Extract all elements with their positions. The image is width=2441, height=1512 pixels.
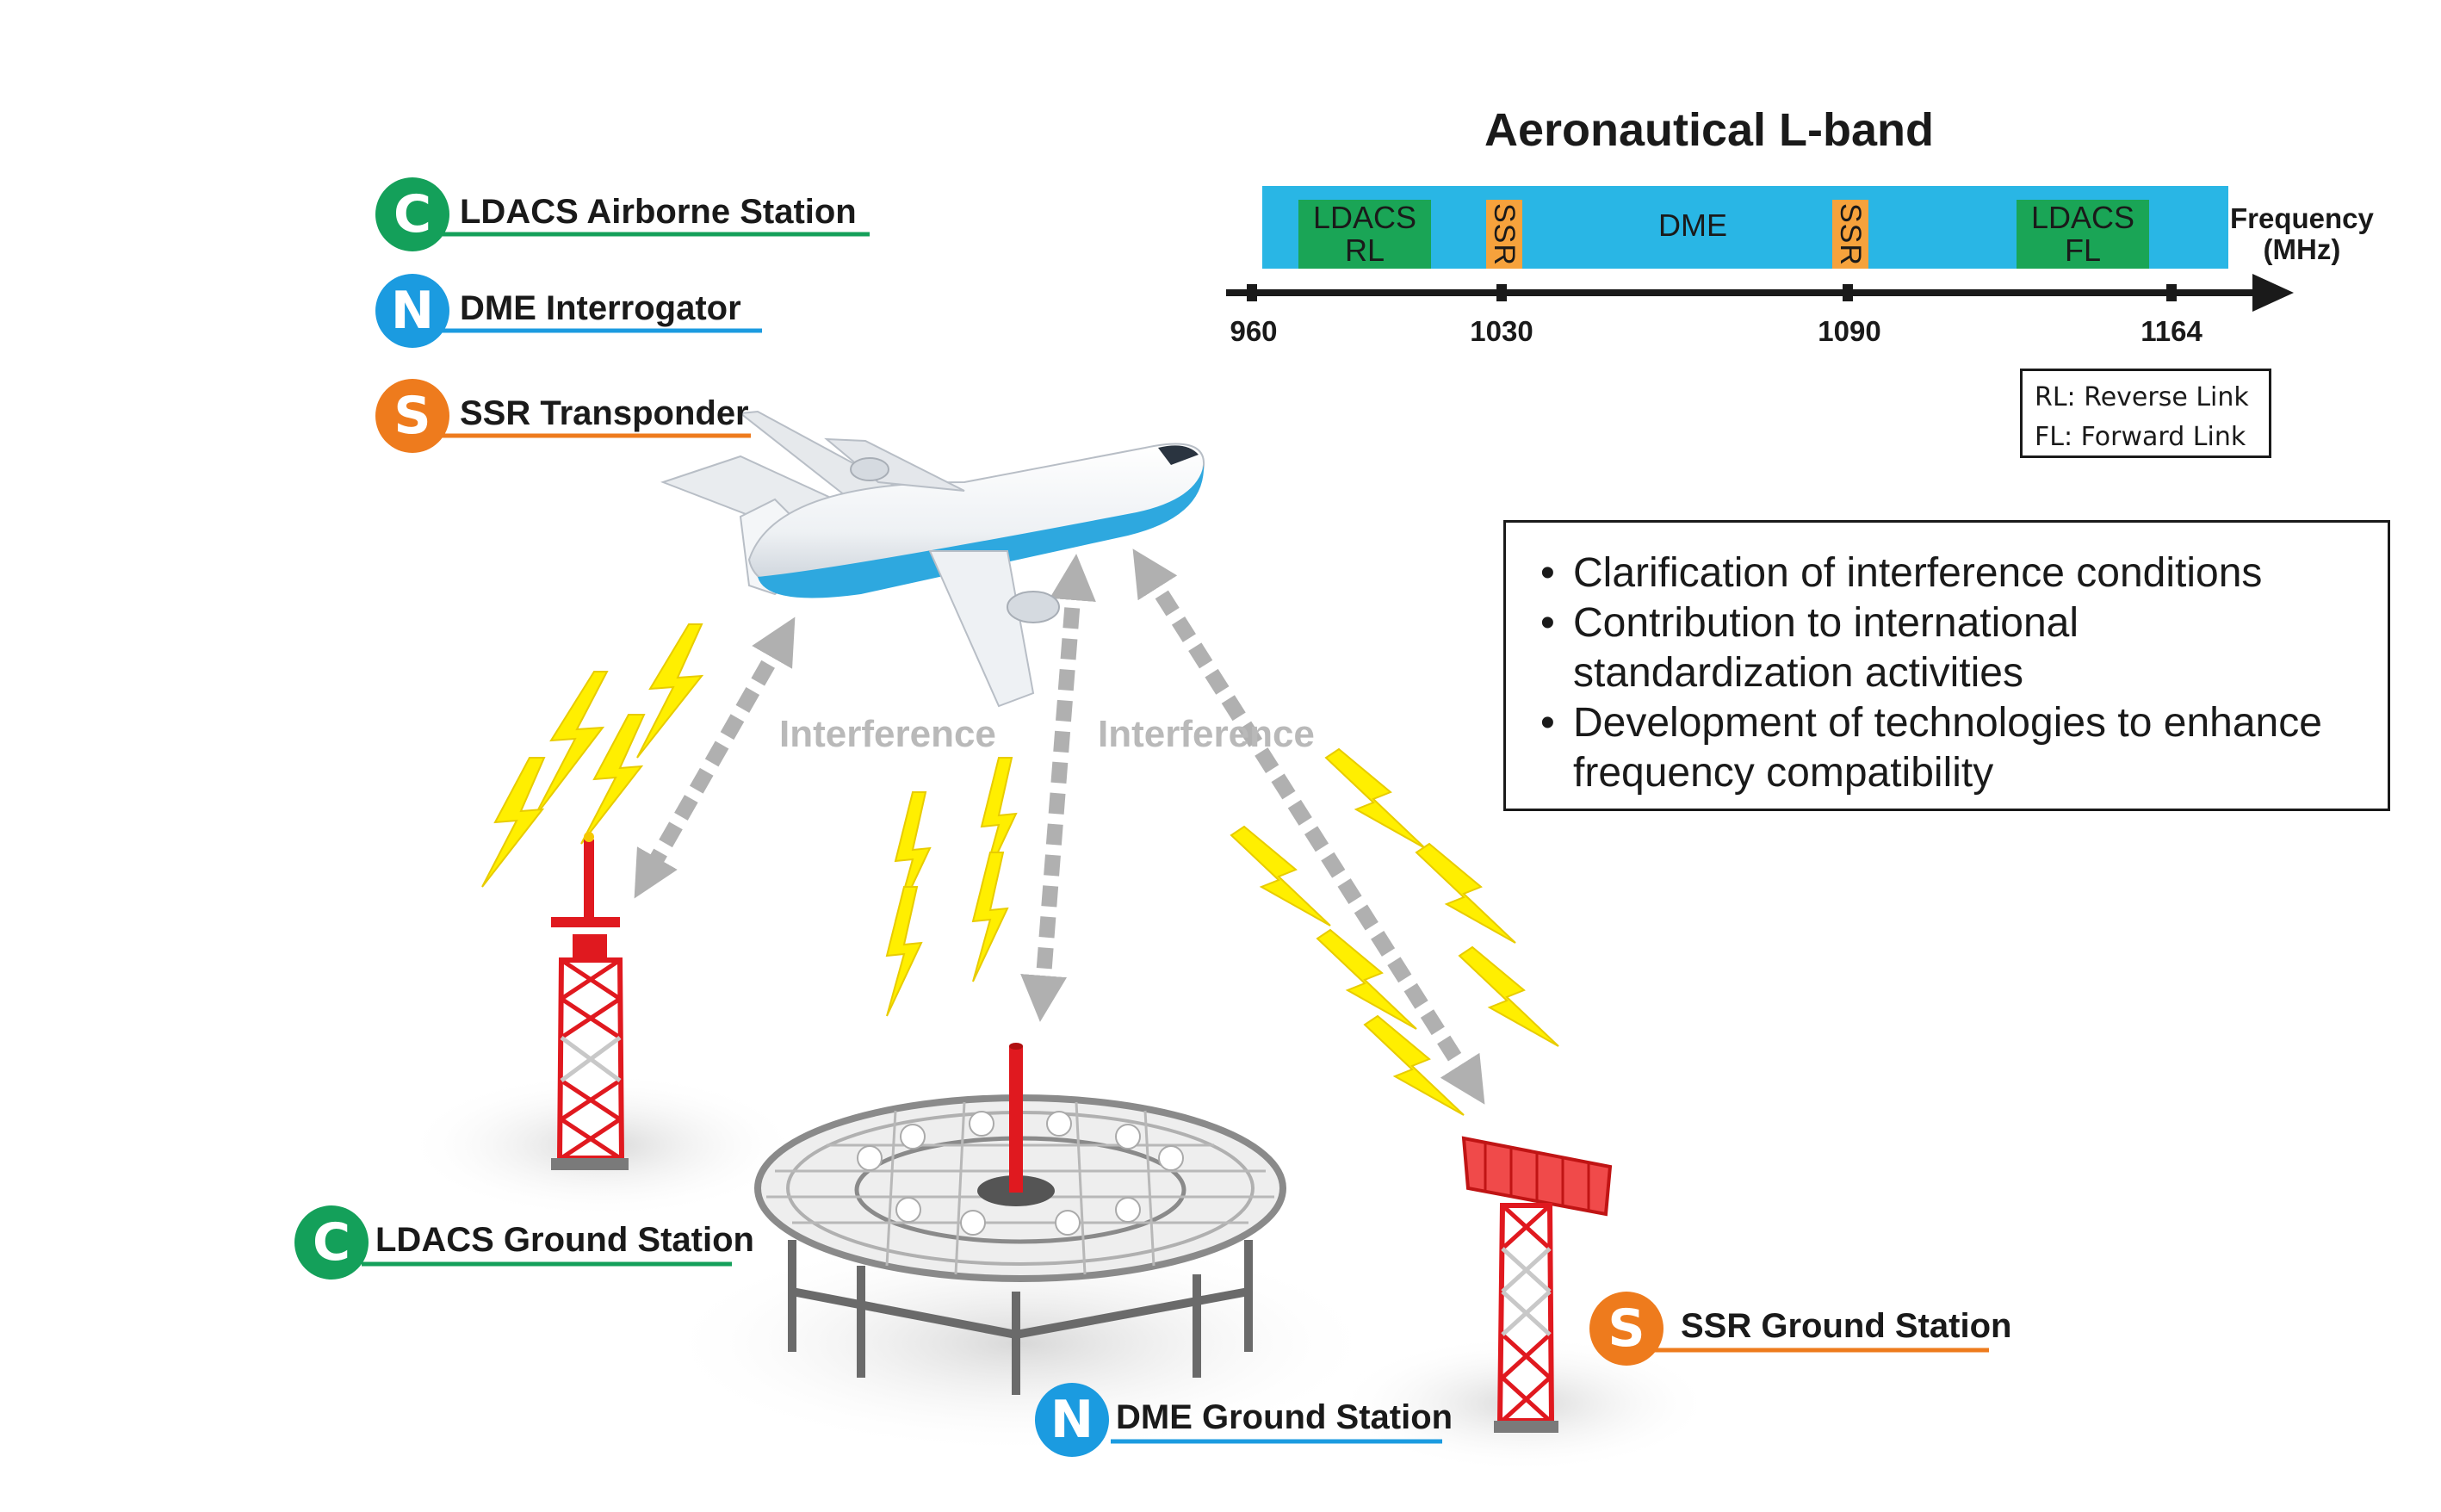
tick-1164 [2166, 284, 2177, 301]
segment-ssr-1030: SSR [1486, 200, 1522, 269]
arrow-dme-link [1020, 554, 1096, 1022]
segment-label: LDACS FL [2030, 200, 2135, 268]
lightning-bolt-icon [1230, 825, 1331, 926]
ssr-badge-icon: S [1589, 1292, 1663, 1366]
interference-label-right: Interference [1098, 713, 1315, 755]
lightning-bolt-icon [580, 714, 646, 845]
lightning-bolt-icon [1316, 928, 1417, 1030]
objectives-box: Clarification of interference conditions… [1503, 520, 2390, 811]
label-ldacs-ground-station: C LDACS Ground Station [294, 1205, 754, 1280]
dme-ground-station [754, 1043, 1286, 1395]
abbreviation-rl: RL: Reverse Link [2035, 382, 2249, 412]
airplane-icon [660, 410, 1205, 708]
segment-ldacs-rl: LDACS RL [1298, 200, 1431, 269]
frequency-label-line2: (MHz) [2263, 233, 2341, 265]
lightning-bolts [481, 623, 1559, 1116]
segment-label: SSR [1488, 202, 1521, 266]
legend-label-dme-interrogator: DME Interrogator [460, 288, 741, 327]
lightning-bolt-icon [481, 757, 546, 888]
segment-label: DME [1658, 208, 1727, 243]
abbreviation-fl: FL: Forward Link [2035, 422, 2246, 452]
ssr-ground-tower [1461, 1136, 1613, 1433]
lightning-bolt-icon [1458, 945, 1559, 1047]
interference-arrows [634, 548, 1485, 1105]
lightning-bolt-icon [885, 886, 923, 1017]
tick-960 [1247, 284, 1257, 301]
objective-item: Development of technologies to enhance f… [1540, 698, 2362, 798]
ground-label-ldacs: LDACS Ground Station [375, 1220, 754, 1259]
ldacs-badge-icon: C [294, 1205, 369, 1280]
dme-badge-icon: N [375, 274, 449, 348]
lightning-bolt-icon [894, 791, 932, 922]
lightning-bolt-icon [980, 757, 1018, 888]
ldacs-badge-icon: C [375, 177, 449, 251]
tick-label-960: 960 [1230, 315, 1278, 347]
segment-label: LDACS RL [1312, 200, 1417, 268]
frequency-axis-arrowhead [2252, 274, 2294, 312]
segment-ssr-1090: SSR [1832, 200, 1868, 269]
tick-label-1030: 1030 [1470, 315, 1533, 347]
label-dme-ground-station: N DME Ground Station [1035, 1383, 1453, 1457]
lightning-bolt-icon [636, 623, 704, 759]
legend-ldacs-airborne: C LDACS Airborne Station [375, 177, 857, 251]
legend-ssr-transponder: S SSR Transponder [375, 379, 749, 453]
segment-label: SSR [1834, 202, 1867, 266]
band-title: Aeronautical L-band [1484, 104, 1935, 156]
lightning-bolt-icon [1415, 842, 1516, 944]
arrow-ldacs-link [634, 617, 796, 899]
band-bar: LDACS RL SSR DME SSR LDACS FL [1262, 186, 2228, 269]
segment-ldacs-fl: LDACS FL [2017, 200, 2149, 269]
label-ssr-ground-station: S SSR Ground Station [1589, 1292, 2011, 1366]
objective-item: Contribution to international standardiz… [1540, 598, 2362, 698]
lightning-bolt-icon [971, 852, 1009, 982]
ground-label-dme: DME Ground Station [1116, 1397, 1453, 1436]
ground-label-ssr: SSR Ground Station [1681, 1306, 2012, 1345]
tick-label-1164: 1164 [2141, 315, 2202, 347]
tick-label-1090: 1090 [1818, 315, 1881, 347]
ldacs-ground-tower [551, 832, 629, 1170]
lightning-bolt-icon [533, 671, 609, 819]
interference-label-left: Interference [779, 713, 996, 755]
objective-item: Clarification of interference conditions [1540, 548, 2362, 598]
legend-dme-interrogator: N DME Interrogator [375, 274, 741, 348]
dme-badge-icon: N [1035, 1383, 1109, 1457]
lightning-bolt-icon [1324, 747, 1426, 849]
abbreviation-box: RL: Reverse Link FL: Forward Link [2020, 369, 2271, 458]
arrow-ssr-link [1132, 548, 1485, 1105]
ssr-badge-icon: S [375, 379, 449, 453]
legend-label-ssr-transponder: SSR Transponder [460, 393, 749, 432]
tick-1090 [1843, 284, 1853, 301]
segment-dme: DME [1607, 200, 1779, 251]
lightning-bolt-icon [1363, 1014, 1465, 1116]
frequency-axis-label: Frequency (MHz) [2230, 203, 2374, 265]
legend-label-ldacs-airborne: LDACS Airborne Station [460, 192, 857, 231]
tick-1030 [1496, 284, 1507, 301]
frequency-label-line1: Frequency [2230, 202, 2374, 234]
